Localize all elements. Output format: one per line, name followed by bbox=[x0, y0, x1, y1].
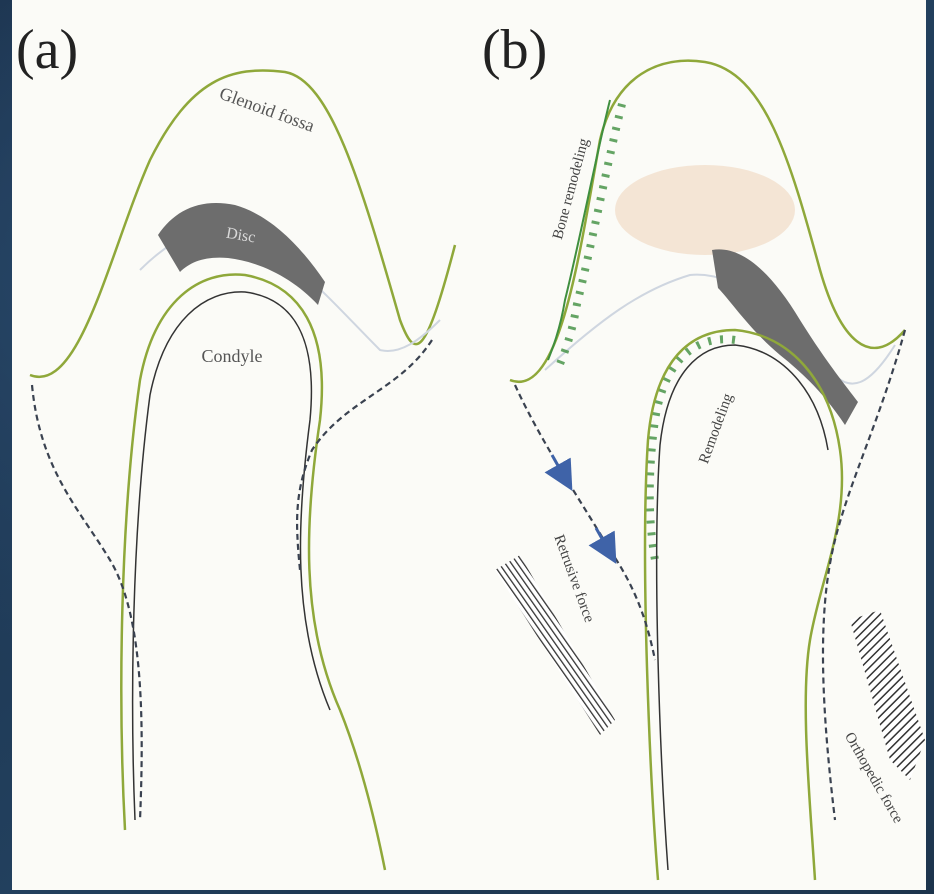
panel-a-dashed-right bbox=[297, 340, 432, 570]
panel-b: (b) bbox=[482, 19, 925, 880]
label-condylar-remodeling: Remodeling bbox=[696, 391, 736, 466]
panel-a-condyle-inner bbox=[133, 292, 330, 820]
label-bone-remodeling: Bone remodeling bbox=[550, 136, 592, 241]
blue-arrow-upper bbox=[552, 455, 565, 478]
panel-b-tag: (b) bbox=[482, 19, 547, 81]
label-retrusive-force: Retrusive force bbox=[551, 533, 598, 625]
label-condyle: Condyle bbox=[202, 346, 263, 366]
blue-arrow-lower bbox=[596, 528, 609, 551]
panel-a-dashed-left bbox=[32, 385, 142, 820]
retrusive-force-wedge bbox=[495, 555, 615, 735]
panel-b-condyle-inner bbox=[657, 345, 828, 870]
panel-a: (a) Glenoid fossa Disc Condyle bbox=[16, 19, 455, 870]
label-glenoid-fossa: Glenoid fossa bbox=[217, 83, 317, 136]
fossa-remodel-tint bbox=[615, 165, 795, 255]
panel-b-fossa-inner-line bbox=[545, 275, 895, 384]
condylar-remodel-band bbox=[650, 339, 735, 560]
panel-b-condyle-outline bbox=[645, 330, 842, 880]
panel-a-tag: (a) bbox=[16, 19, 78, 81]
panel-a-disc bbox=[158, 203, 325, 305]
